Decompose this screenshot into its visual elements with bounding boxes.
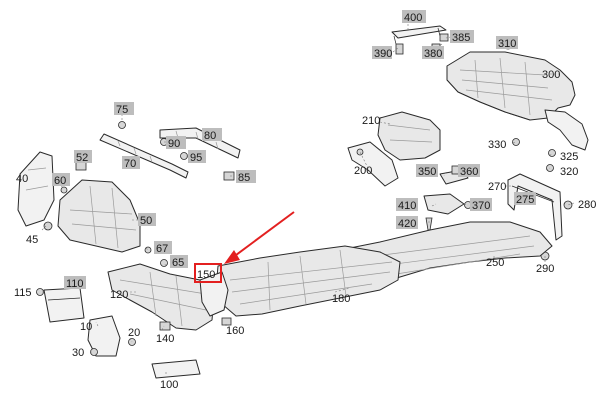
bracket-10 <box>87 315 121 357</box>
label-50: 50 <box>140 215 152 227</box>
bolt-45 <box>43 221 53 231</box>
label-250: 250 <box>486 257 504 269</box>
label-330: 330 <box>488 139 506 151</box>
rubber-mount-410 <box>423 193 465 215</box>
part-labels: 400 390 380 385 310 300 330 325 320 210 … <box>14 12 596 391</box>
clip-85 <box>223 171 235 181</box>
label-110: 110 <box>66 278 84 290</box>
label-100: 100 <box>160 379 178 391</box>
clip-140 <box>159 321 171 331</box>
label-90: 90 <box>168 138 180 150</box>
leader-lines <box>40 24 575 376</box>
label-60: 60 <box>54 175 66 187</box>
label-290: 290 <box>536 263 554 275</box>
label-75: 75 <box>116 104 128 116</box>
label-30: 30 <box>72 347 84 359</box>
bracket-100 <box>151 359 201 379</box>
label-140: 140 <box>156 333 174 345</box>
label-95: 95 <box>190 152 202 164</box>
highlight-callout: 150 <box>194 211 295 283</box>
label-150: 150 <box>197 269 215 281</box>
label-180: 180 <box>332 293 350 305</box>
label-325: 325 <box>560 151 578 163</box>
label-45: 45 <box>26 234 38 246</box>
label-200: 200 <box>354 165 372 177</box>
label-10: 10 <box>80 321 92 333</box>
label-tags <box>52 10 536 289</box>
bracket-210 <box>377 111 441 161</box>
label-270: 270 <box>488 181 506 193</box>
highlight-arrow-head <box>224 250 240 264</box>
label-275: 275 <box>516 194 534 206</box>
label-385: 385 <box>452 32 470 44</box>
label-52: 52 <box>76 152 88 164</box>
clip-75 <box>118 121 126 129</box>
label-310: 310 <box>498 38 516 50</box>
nut-67 <box>144 246 152 254</box>
label-120: 120 <box>110 289 128 301</box>
heat-shield-300 <box>446 51 589 151</box>
heat-shield-180 <box>215 245 401 317</box>
nut-65 <box>160 259 168 267</box>
heat-shield-40 <box>17 151 55 227</box>
nut-325 <box>548 149 556 157</box>
label-360: 360 <box>460 166 478 178</box>
label-400: 400 <box>404 12 422 24</box>
label-420: 420 <box>398 218 416 230</box>
label-70: 70 <box>124 158 136 170</box>
label-160: 160 <box>226 325 244 337</box>
label-410: 410 <box>398 200 416 212</box>
highlight-arrow <box>231 211 295 259</box>
bolt-330 <box>512 138 520 146</box>
bracket-110 <box>43 287 85 323</box>
label-380: 380 <box>424 48 442 60</box>
label-85: 85 <box>238 172 250 184</box>
label-390: 390 <box>374 48 392 60</box>
label-320: 320 <box>560 166 578 178</box>
nut-280 <box>563 200 573 210</box>
bracket-400 <box>391 25 447 45</box>
bolt-390 <box>395 43 404 55</box>
label-350: 350 <box>418 166 436 178</box>
bar-80 <box>159 127 241 159</box>
clip-160 <box>221 317 232 326</box>
bar-70 <box>99 133 189 179</box>
label-20: 20 <box>128 327 140 339</box>
label-67: 67 <box>156 243 168 255</box>
heat-shield-120 <box>107 263 215 331</box>
label-370: 370 <box>472 200 490 212</box>
label-210: 210 <box>362 115 380 127</box>
label-300: 300 <box>542 69 560 81</box>
label-40: 40 <box>16 173 28 185</box>
clip-385 <box>439 33 449 42</box>
heat-shield-50 <box>57 179 141 253</box>
bolt-420 <box>425 217 433 231</box>
label-280: 280 <box>578 199 596 211</box>
highlight-box <box>194 263 222 283</box>
label-80: 80 <box>204 130 216 142</box>
label-115: 115 <box>14 287 32 299</box>
label-65: 65 <box>172 257 184 269</box>
nut-60 <box>60 186 68 194</box>
